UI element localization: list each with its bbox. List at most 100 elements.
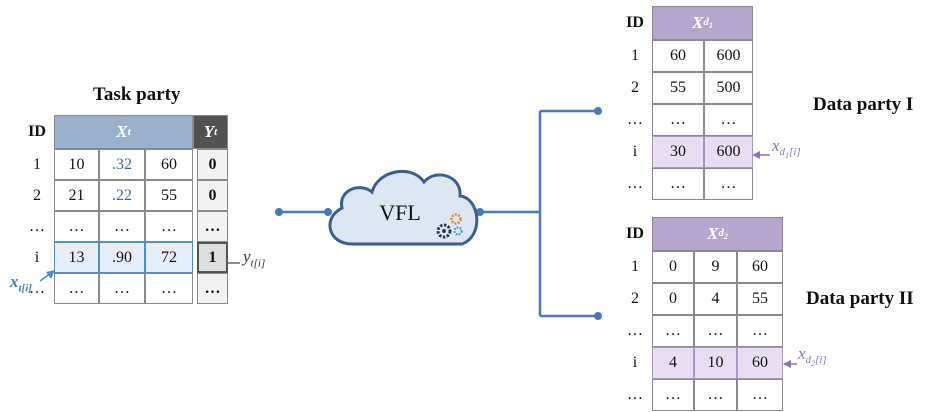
task-cell: …	[99, 273, 145, 304]
task-y-header-sub: t	[214, 126, 218, 138]
party2-x-header-label: X	[707, 224, 719, 243]
data_party_2-cell: 10	[694, 347, 737, 379]
task-row-id: 2	[33, 186, 41, 204]
party2-x-header-sub-d: d	[718, 226, 724, 239]
task-y-annotation-sub: t[i]	[250, 257, 266, 270]
task-label-cell: 0	[197, 180, 228, 211]
party1-annotation-sub: d1[i]	[779, 146, 801, 161]
task-label-cell: …	[197, 211, 228, 242]
data_party_2-cell: 60	[737, 347, 783, 379]
data_party_2-cell: …	[652, 379, 694, 411]
party1-annotation-subsub: 1	[785, 151, 790, 161]
party1-annotation: xd1[i]	[772, 136, 801, 161]
link-left-dot	[275, 208, 283, 216]
data_party_2-cell: 55	[737, 283, 783, 315]
data_party_1-cell: 60	[652, 40, 704, 72]
task-label-cell: 0	[197, 149, 228, 180]
data_party_1-cell: …	[704, 104, 753, 136]
task-cell: …	[145, 211, 193, 242]
data_party_1-cell: …	[652, 168, 704, 200]
data_party_2-cell: …	[694, 379, 737, 411]
party2-title: Data party II	[806, 288, 914, 309]
party2-x-header-subsub: 2	[723, 232, 728, 242]
task-cell: .22	[99, 180, 145, 211]
data_party_1-cell: 500	[704, 72, 753, 104]
cloud-label: VFL	[379, 200, 421, 225]
data_party_2-cell: …	[737, 379, 783, 411]
data_party_2-row-id: 1	[631, 258, 639, 275]
data_party_1-row-id: 1	[631, 47, 639, 64]
task-cell: 72	[145, 242, 193, 273]
party1-x-header-sub-d: d	[703, 15, 709, 28]
task-cell: …	[54, 273, 99, 304]
party1-annotation-symbol: x	[772, 136, 780, 155]
data_party_2-cell: 0	[652, 251, 694, 283]
task-x-header-label: X	[116, 122, 128, 141]
party2-annotation-idx: [i]	[815, 354, 827, 367]
task-cell: 21	[54, 180, 99, 211]
data_party_2-cell: 4	[652, 347, 694, 379]
data_party_2-cell: …	[737, 315, 783, 347]
data_party_2-row-id: 2	[631, 290, 639, 307]
party2-annotation-symbol: x	[798, 344, 806, 363]
task-label-cell: 1	[197, 242, 228, 273]
data_party_2-cell: 60	[737, 251, 783, 283]
party2-annotation-sub-d: d	[805, 354, 812, 367]
party2-annotation-subsub: 2	[811, 359, 816, 369]
gears-icon	[436, 213, 463, 239]
task-row-id: 1	[33, 155, 41, 173]
data_party_1-cell: 30	[652, 136, 704, 168]
party1-title: Data party I	[813, 94, 914, 115]
party1-x-header-sub: d1	[703, 16, 713, 30]
party1-id-header: ID	[626, 14, 644, 31]
data_party_1-row-id: …	[627, 111, 643, 128]
party1-x-header-label: X	[692, 13, 704, 32]
task-cell: …	[54, 211, 99, 242]
data_party_1-cell: 600	[704, 40, 753, 72]
link-party1-dot	[594, 107, 602, 115]
data_party_1-cell: 600	[704, 136, 753, 168]
link-right-dot	[476, 208, 484, 216]
task-cell: .90	[99, 242, 145, 273]
cloud-shape	[328, 170, 479, 246]
data_party_2-cell: …	[652, 315, 694, 347]
task-y-annotation: yt[i]	[243, 247, 265, 269]
party1-x-header-subsub: 1	[708, 21, 713, 31]
link-left-end-dot	[324, 208, 332, 216]
party2-id-header: ID	[626, 225, 644, 242]
task-x-annotation: xt[i]	[10, 272, 32, 294]
data_party_2-cell: 9	[694, 251, 737, 283]
data_party_2-cell: 0	[652, 283, 694, 315]
data_party_1-row-id: 2	[631, 79, 639, 96]
link-party2-dot	[594, 312, 602, 320]
task-row-id: i	[34, 248, 40, 266]
data_party_1-row-id: i	[632, 143, 638, 160]
task-cell: 60	[145, 149, 193, 180]
party2-x-header-sub: d2	[718, 227, 728, 241]
task-x-annotation-sub: t[i]	[18, 282, 32, 295]
task-cell: 55	[145, 180, 193, 211]
data_party_1-cell: …	[652, 104, 704, 136]
data_party_2-row-id: …	[627, 386, 643, 403]
task-x-header-sub: t	[127, 126, 131, 138]
task-cell: 10	[54, 149, 99, 180]
task-cell: .32	[99, 149, 145, 180]
task-label-cell: …	[197, 273, 228, 304]
data_party_1-row-id: …	[627, 175, 643, 192]
task-y-header-label: Y	[203, 122, 215, 141]
task-row-id: …	[29, 279, 45, 297]
data_party_2-row-id: …	[627, 322, 643, 339]
data_party_2-row-id: i	[632, 354, 638, 371]
task-cell: 13	[54, 242, 99, 273]
party1-annotation-sub-d: d	[779, 146, 786, 159]
task-cell: …	[99, 211, 145, 242]
data_party_2-cell: 4	[694, 283, 737, 315]
data_party_2-cell: …	[694, 315, 737, 347]
data_party_1-cell: 55	[652, 72, 704, 104]
task-id-header: ID	[28, 123, 46, 140]
